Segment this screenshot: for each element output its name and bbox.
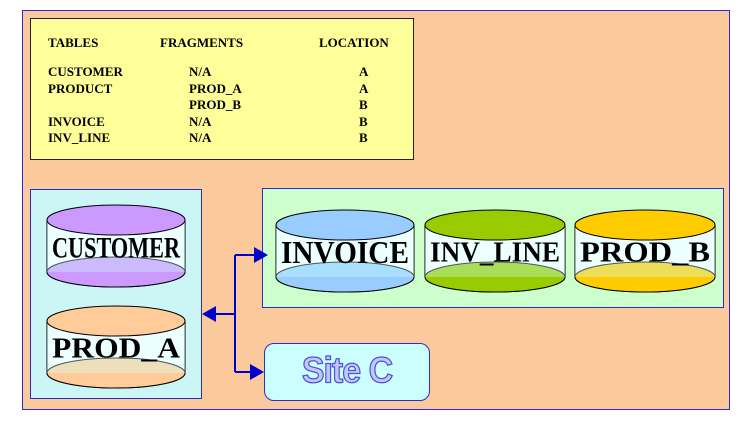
site-c-label: Site C <box>301 350 394 391</box>
table-cell-fragment: PROD_B <box>189 97 241 112</box>
table-cell-location: A <box>359 80 369 96</box>
site-c-box: Site C <box>264 343 430 401</box>
fragmentation-table: TABLES FRAGMENTS LOCATION CUSTOMER N/A A PR… <box>30 18 414 160</box>
database-cylinder: INV_LINE <box>424 209 566 293</box>
table-cell-table: INV_LINE <box>48 130 111 145</box>
database-cylinder: CUSTOMER <box>46 204 186 288</box>
database-cylinder: PROD_B <box>574 209 716 293</box>
cylinder-label: PROD_B <box>580 238 710 269</box>
table-cell-fragment: PROD_A <box>189 80 242 96</box>
table-cell-location: B <box>359 113 368 129</box>
cylinder-top <box>275 209 415 241</box>
cylinder-label: INV_LINE <box>430 238 560 269</box>
cylinder-bottom <box>424 261 566 293</box>
table-cell-table: CUSTOMER <box>48 64 123 79</box>
cylinder-label: PROD_A <box>52 334 181 365</box>
table-cell-table: INVOICE <box>48 113 105 129</box>
cylinder-top <box>46 204 186 236</box>
database-cylinder: INVOICE <box>275 209 415 293</box>
cylinder-bottom <box>275 261 415 293</box>
cylinder-label: INVOICE <box>281 234 409 270</box>
header-fragments: FRAGMENTS <box>160 35 244 50</box>
database-cylinders: CUSTOMER PROD_A INVOICE INV_LINE PROD_B <box>46 204 716 389</box>
connector-arrows <box>202 247 268 380</box>
cylinder-top <box>574 209 716 241</box>
table-cell-fragment: N/A <box>189 130 212 145</box>
header-tables: TABLES <box>48 35 99 50</box>
cylinder-bottom <box>574 261 716 293</box>
table-cell-location: A <box>359 64 369 79</box>
table-cell-location: B <box>359 97 368 112</box>
cylinder-top <box>46 305 186 337</box>
header-location: LOCATION <box>319 35 389 50</box>
cylinder-bottom <box>46 357 186 389</box>
cylinder-label: CUSTOMER <box>52 231 180 264</box>
table-cell-location: B <box>359 130 368 145</box>
table-cell-table: PRODUCT <box>48 80 113 96</box>
cylinder-top <box>424 209 566 241</box>
table-cell-fragment: N/A <box>189 64 212 79</box>
table-cell-fragment: N/A <box>189 113 212 129</box>
database-cylinder: PROD_A <box>46 305 186 389</box>
cylinder-bottom <box>46 256 186 288</box>
